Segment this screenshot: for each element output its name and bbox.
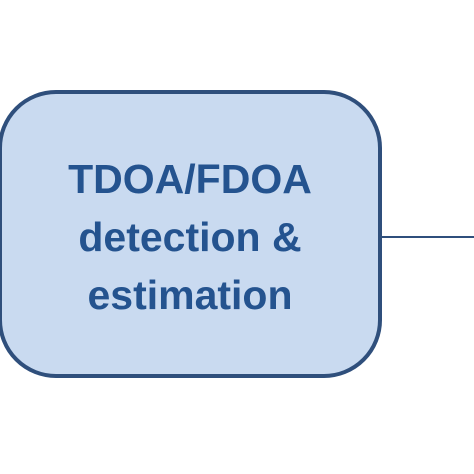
connector-line bbox=[382, 236, 474, 238]
process-box-label-line-3: estimation bbox=[87, 272, 293, 318]
process-box-label-line-1: TDOA/FDOA bbox=[68, 156, 312, 202]
process-box-label-line-2: detection & bbox=[78, 214, 302, 260]
process-box-label: TDOA/FDOA detection & estimation bbox=[68, 150, 312, 324]
process-box: TDOA/FDOA detection & estimation bbox=[0, 90, 382, 378]
